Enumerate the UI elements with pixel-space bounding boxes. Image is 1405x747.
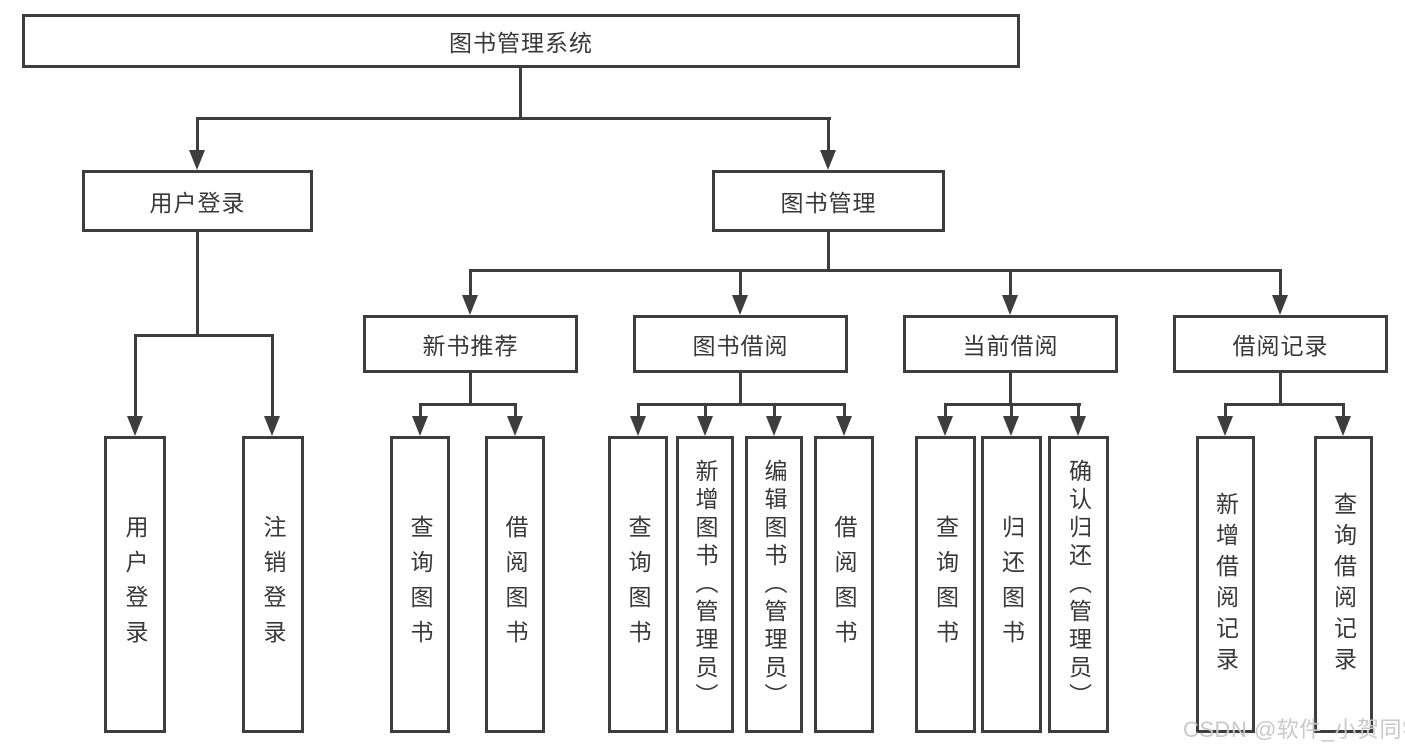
leaf-borrow-books: 借阅图书 bbox=[814, 436, 874, 733]
node-book-management: 图书管理 bbox=[712, 170, 945, 232]
csdn-watermark: CSDN @软件_小贺同学 bbox=[1183, 717, 1405, 742]
leaf-borrow-books-label: 借阅图书 bbox=[831, 514, 857, 655]
leaf-edit-book-admin-label: 编辑图书（管理员） bbox=[761, 458, 787, 711]
leaf-query-borrow-record: 查询借阅记录 bbox=[1314, 436, 1373, 733]
arrowhead-user-login bbox=[189, 150, 205, 170]
leaf-add-borrow-record-label: 新增借阅记录 bbox=[1212, 491, 1239, 678]
connector-drop-book-borrow bbox=[739, 269, 742, 297]
connector-drop-add-borrow-record bbox=[1224, 403, 1227, 418]
connector-drop-new-book-recommend bbox=[469, 269, 472, 297]
leaf-confirm-return-admin-label: 确认归还（管理员） bbox=[1065, 458, 1092, 711]
arrowhead-new-book-recommend bbox=[462, 295, 478, 315]
connector-drop-borrow-records bbox=[1279, 269, 1282, 297]
connector-drop-borrow-books bbox=[843, 403, 846, 418]
connector-drop-book-management bbox=[827, 117, 830, 153]
leaf-logout-label: 注销登录 bbox=[260, 514, 286, 655]
connector-borrow-records-stem bbox=[1279, 373, 1282, 406]
arrowhead-return-books bbox=[1003, 416, 1019, 436]
leaf-confirm-return-admin: 确认归还（管理员） bbox=[1048, 436, 1109, 733]
connector-drop-query-books-recommend bbox=[419, 403, 422, 418]
arrowhead-borrow-books-recommend bbox=[507, 416, 523, 436]
arrowhead-borrow-books bbox=[836, 416, 852, 436]
connector-user-login-stem bbox=[196, 232, 199, 337]
arrowhead-query-borrow-record bbox=[1335, 416, 1351, 436]
connector-drop-leaf-user-login bbox=[134, 334, 137, 418]
connector-drop-edit-book-admin bbox=[773, 403, 776, 418]
connector-new-book-recommend-crossbar bbox=[419, 403, 517, 406]
connector-drop-query-books-current bbox=[944, 403, 947, 418]
node-library-system: 图书管理系统 bbox=[22, 14, 1020, 68]
node-user-login-label: 用户登录 bbox=[149, 190, 246, 216]
connector-book-management-crossbar bbox=[469, 269, 1282, 272]
arrowhead-leaf-logout bbox=[264, 416, 280, 436]
leaf-query-books-recommend-label: 查询图书 bbox=[407, 514, 433, 655]
connector-book-borrow-stem bbox=[739, 373, 742, 406]
leaf-user-login: 用户登录 bbox=[104, 436, 166, 733]
connector-root-crossbar bbox=[196, 117, 831, 120]
arrowhead-add-borrow-record bbox=[1217, 416, 1233, 436]
leaf-borrow-books-recommend-label: 借阅图书 bbox=[502, 514, 528, 655]
leaf-query-borrow-record-label: 查询借阅记录 bbox=[1330, 491, 1357, 678]
connector-drop-return-books bbox=[1010, 403, 1013, 418]
leaf-return-books-label: 归还图书 bbox=[998, 514, 1025, 655]
connector-drop-borrow-books-recommend bbox=[514, 403, 517, 418]
arrowhead-current-borrow bbox=[1002, 295, 1018, 315]
node-book-management-label: 图书管理 bbox=[780, 190, 877, 216]
node-new-book-recommend: 新书推荐 bbox=[363, 315, 578, 373]
leaf-user-login-label: 用户登录 bbox=[122, 514, 148, 655]
connector-borrow-records-crossbar bbox=[1224, 403, 1345, 406]
leaf-borrow-books-recommend: 借阅图书 bbox=[485, 436, 545, 733]
arrowhead-leaf-user-login bbox=[127, 416, 143, 436]
connector-drop-user-login bbox=[196, 117, 199, 153]
node-current-borrow: 当前借阅 bbox=[903, 315, 1118, 373]
node-current-borrow-label: 当前借阅 bbox=[962, 333, 1059, 359]
arrowhead-add-book-admin bbox=[697, 416, 713, 436]
connector-root-stem bbox=[519, 68, 522, 119]
connector-book-management-stem bbox=[827, 232, 830, 272]
node-library-system-label: 图书管理系统 bbox=[449, 30, 593, 56]
connector-drop-current-borrow bbox=[1009, 269, 1012, 297]
connector-book-borrow-crossbar bbox=[637, 403, 846, 406]
connector-drop-add-book-admin bbox=[704, 403, 707, 418]
arrowhead-confirm-return-admin bbox=[1070, 416, 1086, 436]
connector-drop-leaf-logout bbox=[271, 334, 274, 418]
arrowhead-book-borrow bbox=[732, 295, 748, 315]
node-user-login: 用户登录 bbox=[82, 170, 313, 232]
leaf-logout: 注销登录 bbox=[242, 436, 304, 733]
leaf-query-books-borrow: 查询图书 bbox=[608, 436, 668, 733]
leaf-query-books-current: 查询图书 bbox=[915, 436, 976, 733]
connector-new-book-recommend-stem bbox=[469, 373, 472, 406]
leaf-return-books: 归还图书 bbox=[981, 436, 1042, 733]
arrowhead-query-books-recommend bbox=[412, 416, 428, 436]
arrowhead-book-management bbox=[820, 150, 836, 170]
connector-drop-query-books-borrow bbox=[637, 403, 640, 418]
node-new-book-recommend-label: 新书推荐 bbox=[422, 333, 519, 359]
leaf-add-book-admin-label: 新增图书（管理员） bbox=[692, 458, 718, 711]
connector-current-borrow-stem bbox=[1009, 373, 1012, 406]
leaf-edit-book-admin: 编辑图书（管理员） bbox=[745, 436, 803, 733]
connector-drop-confirm-return-admin bbox=[1077, 403, 1080, 418]
leaf-query-books-current-label: 查询图书 bbox=[932, 514, 959, 655]
arrowhead-edit-book-admin bbox=[766, 416, 782, 436]
connector-user-login-crossbar bbox=[134, 334, 274, 337]
arrowhead-query-books-borrow bbox=[630, 416, 646, 436]
arrowhead-borrow-records bbox=[1272, 295, 1288, 315]
node-borrow-records-label: 借阅记录 bbox=[1232, 333, 1329, 359]
connector-drop-query-borrow-record bbox=[1342, 403, 1345, 418]
node-book-borrow: 图书借阅 bbox=[633, 315, 848, 373]
leaf-query-books-borrow-label: 查询图书 bbox=[625, 514, 651, 655]
leaf-add-borrow-record: 新增借阅记录 bbox=[1196, 436, 1255, 733]
node-book-borrow-label: 图书借阅 bbox=[692, 333, 789, 359]
node-borrow-records: 借阅记录 bbox=[1173, 315, 1388, 373]
leaf-add-book-admin: 新增图书（管理员） bbox=[676, 436, 734, 733]
leaf-query-books-recommend: 查询图书 bbox=[390, 436, 450, 733]
arrowhead-query-books-current bbox=[937, 416, 953, 436]
